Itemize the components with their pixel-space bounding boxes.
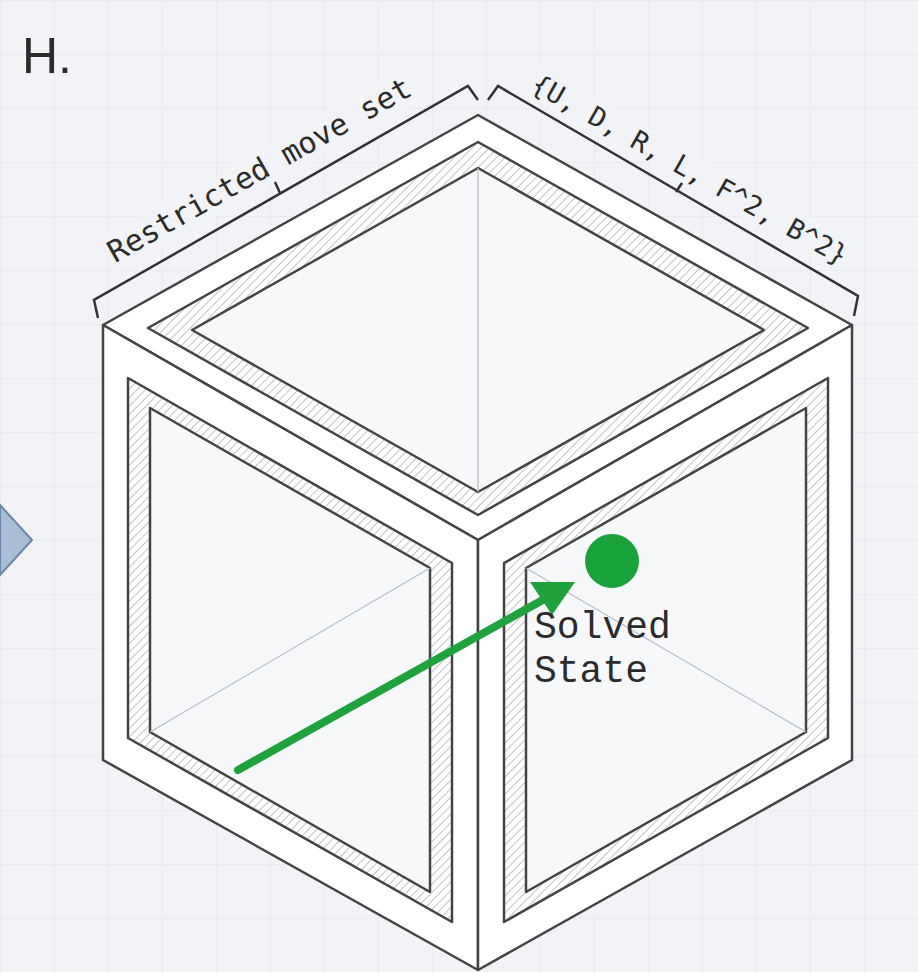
heading-fragment: H.	[22, 28, 72, 86]
solved-dot	[585, 534, 639, 588]
hidden-edges	[150, 168, 806, 732]
state-label: Solved State	[534, 606, 704, 693]
path-arrow	[238, 597, 548, 770]
flow-arrow-tip	[0, 505, 32, 575]
cube-frame	[103, 115, 852, 970]
